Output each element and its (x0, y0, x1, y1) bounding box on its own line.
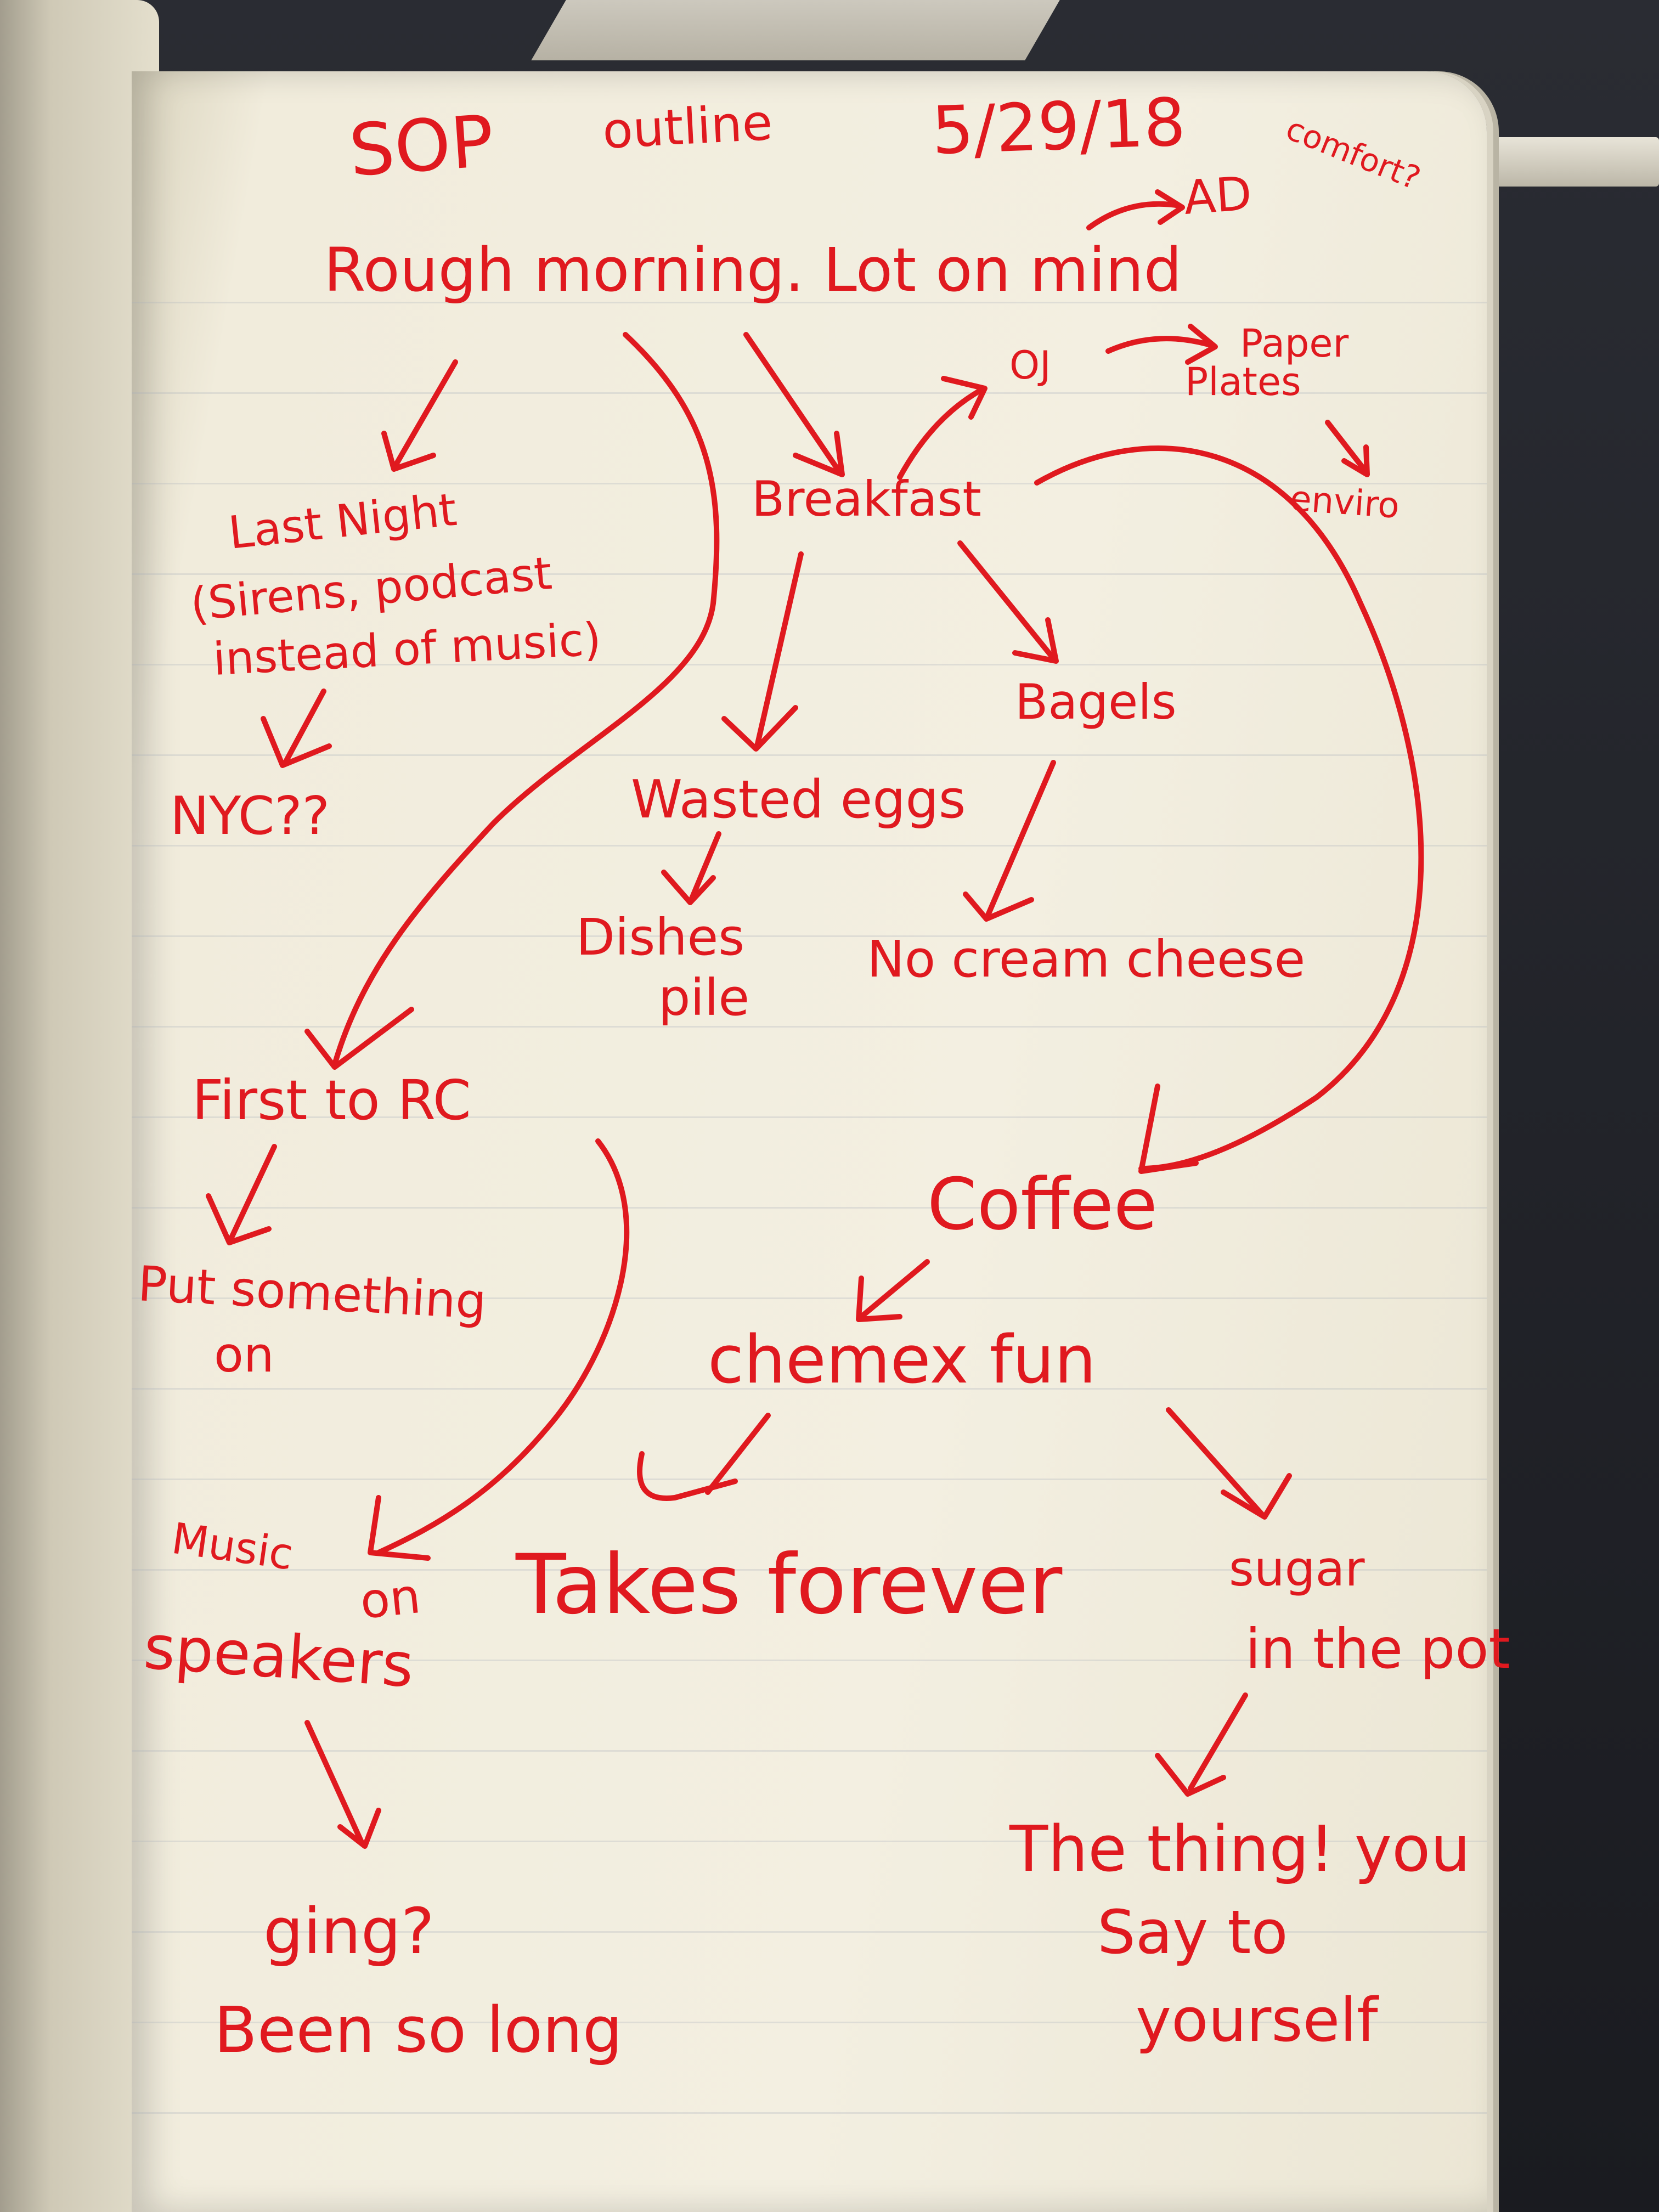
node-been-so-long: Been so long (214, 1994, 623, 2067)
node-rough-morning: Rough morning. Lot on mind (324, 235, 1182, 305)
ruled-line (132, 1479, 1487, 1480)
ruled-line (132, 935, 1487, 937)
arrow-plates-to-enviro (1325, 420, 1370, 477)
arrow-bagels-to-no-cream-cheese (963, 760, 1056, 922)
node-paper: Paper (1240, 321, 1348, 366)
arrow-sugar-to-the-thing (1155, 1692, 1248, 1797)
node-nyc: NYC?? (170, 786, 330, 847)
ruled-line (132, 573, 1487, 575)
node-music: Music (168, 1514, 296, 1580)
node-first-to-rc: First to RC (192, 1068, 471, 1132)
node-the-thing: The thing! you (1009, 1813, 1470, 1886)
ruled-line (132, 1388, 1487, 1390)
node-coffee: Coffee (927, 1163, 1158, 1246)
ruled-line (132, 754, 1487, 756)
node-ging: ging? (263, 1895, 435, 1968)
header-subtitle: outline (601, 94, 774, 160)
ruled-line (132, 1931, 1487, 1933)
header-aside: comfort? (1281, 110, 1426, 197)
background-book-edge-right (1459, 137, 1659, 187)
arrow-mind-to-ad (1086, 189, 1185, 230)
node-sugar: sugar (1229, 1541, 1365, 1597)
arrow-first-to-rc-to-music (368, 1138, 630, 1561)
arrow-chemex-to-sugar (1166, 1407, 1292, 1520)
node-takes-forever: Takes forever (515, 1537, 1063, 1633)
ruled-line (132, 1569, 1487, 1571)
node-breakfast: Breakfast (752, 471, 981, 527)
arrow-first-to-rc-to-put-something (206, 1144, 277, 1245)
arrow-speakers-to-ging (304, 1720, 381, 1849)
node-yourself: yourself (1136, 1985, 1379, 2055)
node-wasted-eggs: Wasted eggs (631, 770, 966, 830)
arrow-rough-to-first-to-rc (304, 332, 720, 1070)
arrow-chemex-to-takes-forever (637, 1413, 771, 1501)
arrow-last-night-to-nyc (261, 689, 332, 768)
node-bagels: Bagels (1015, 674, 1177, 730)
arrow-rough-to-breakfast (743, 332, 845, 477)
arrow-wasted-eggs-to-dishes (661, 831, 721, 905)
node-put-something: Put something (137, 1255, 488, 1330)
arrow-rough-to-last-night (381, 359, 458, 472)
node-instead-of-music: instead of music) (212, 613, 602, 686)
node-plates: Plates (1185, 359, 1301, 404)
node-chemex-fun: chemex fun (708, 1322, 1096, 1398)
node-no-cream-cheese: No cream cheese (867, 930, 1305, 989)
node-dishes: Dishes (576, 908, 744, 967)
ruled-line (132, 845, 1487, 847)
node-in-the-pot: in the pot (1245, 1617, 1510, 1681)
arrow-coffee-to-chemex (856, 1259, 930, 1322)
node-say-to: Say to (1097, 1897, 1288, 1967)
node-music-on: on (357, 1567, 423, 1630)
header-date: 5/29/18 (930, 84, 1187, 170)
ruled-line (132, 483, 1487, 484)
ruled-line (132, 392, 1487, 394)
ruled-line (132, 1297, 1487, 1299)
header-title: SOP (347, 99, 496, 193)
arrow-oj-to-paper-plates (1105, 324, 1218, 365)
ruled-line (132, 664, 1487, 665)
arrow-breakfast-to-oj (897, 376, 988, 480)
node-ad: AD (1182, 167, 1254, 225)
arrow-breakfast-to-bagels (957, 540, 1059, 664)
ruled-line (132, 2112, 1487, 2114)
node-last-night: Last Night (226, 484, 459, 560)
arrow-breakfast-to-wasted-eggs (721, 551, 804, 752)
node-oj: OJ (1009, 343, 1051, 388)
node-pile: pile (658, 968, 749, 1027)
arrow-breakfast-to-coffee (1034, 445, 1424, 1174)
ruled-line (132, 1750, 1487, 1752)
ruled-line (132, 1207, 1487, 1209)
node-on: on (214, 1327, 274, 1383)
ruled-line (132, 1660, 1487, 1661)
ruled-line (132, 2022, 1487, 2023)
ruled-line (132, 1841, 1487, 1842)
ruled-line (132, 1026, 1487, 1028)
ruled-line (132, 302, 1487, 303)
ruled-line (132, 1116, 1487, 1118)
